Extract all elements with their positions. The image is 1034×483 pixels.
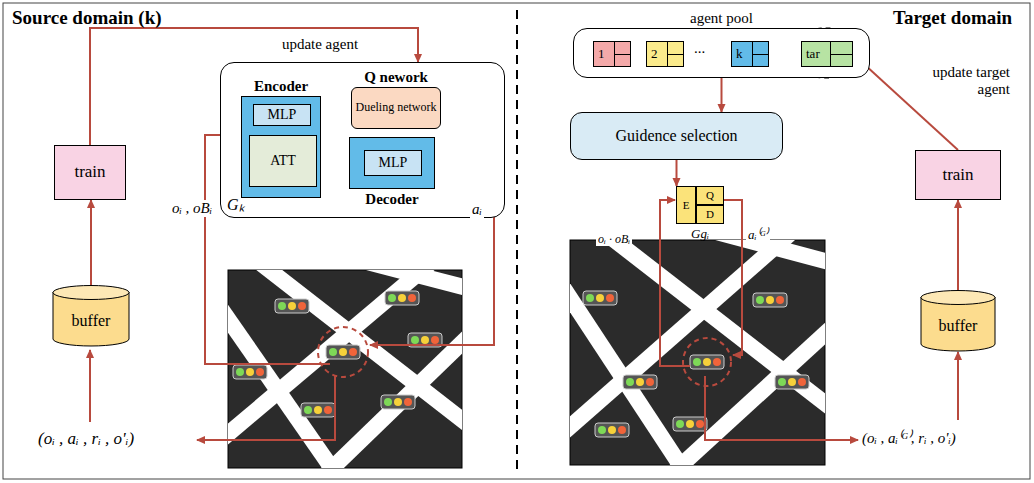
label-text: aᵢ⁽ᴳ⁾ xyxy=(746,228,770,242)
train-box: train xyxy=(915,150,1001,200)
buffer-cylinder: buffer xyxy=(52,285,130,347)
intersection-map xyxy=(215,255,475,480)
intersection-map xyxy=(555,225,840,480)
selection-box: Guidence selection xyxy=(570,112,783,160)
focus-circle xyxy=(683,338,731,386)
label-text: oᵢ · oBᵢ xyxy=(596,233,632,246)
frame xyxy=(3,3,1030,479)
connector xyxy=(90,200,92,285)
agent-icon: 1 xyxy=(593,41,631,67)
node-text: 1 xyxy=(598,47,605,61)
edge-label: update target agent xyxy=(915,64,1010,97)
edge-label: update agent xyxy=(255,36,385,53)
focus-circle xyxy=(318,327,368,377)
label-text: (oᵢ , aᵢ⁽ᴳ⁾, rᵢ , o'ᵢ) xyxy=(862,430,956,447)
label-text: oᵢ , oBᵢ xyxy=(170,200,214,217)
agent-box: GₖEncoderMLPATTQ neworkDueling networkDe… xyxy=(220,62,505,218)
agent-parts xyxy=(614,42,630,66)
agent-split xyxy=(753,54,768,55)
encoder-box: EncoderMLPATT xyxy=(241,96,321,198)
node-text: train xyxy=(942,166,973,185)
mlp-box: MLP xyxy=(253,104,311,126)
agent-parts xyxy=(752,42,768,66)
node-text: Ggᵢ xyxy=(691,227,709,241)
node-text: buffer xyxy=(72,312,111,330)
node-text: MLP xyxy=(268,107,297,122)
label-text: Target domain xyxy=(893,8,1012,29)
label-text: ... xyxy=(694,40,705,57)
agent-split xyxy=(668,54,683,55)
agent-icon: 2 xyxy=(646,41,684,67)
node-text: buffer xyxy=(939,317,978,335)
agent-pool: agent pool12ktar xyxy=(573,28,870,78)
node-text: Dueling network xyxy=(356,101,437,114)
divider xyxy=(516,10,518,474)
decoder-box: DecoderMLP xyxy=(349,137,435,189)
agent-icon: k xyxy=(731,41,769,67)
node-text: train xyxy=(74,163,105,182)
agent-split xyxy=(831,54,853,55)
node-text: Gₖ xyxy=(227,196,245,214)
node-text: D xyxy=(706,208,714,220)
label-text: Source domain (k) xyxy=(12,8,162,29)
connector xyxy=(721,78,723,112)
train-box: train xyxy=(54,145,126,200)
agent-parts xyxy=(667,42,683,66)
att-box: ATT xyxy=(249,135,317,187)
node-text: k xyxy=(736,47,743,61)
node-text: agent pool xyxy=(690,10,753,27)
node-text: Q nework xyxy=(364,69,428,86)
node-text: Encoder xyxy=(254,78,308,95)
q-cell: Q xyxy=(696,186,724,205)
node-text: MLP xyxy=(379,155,408,170)
connector xyxy=(676,160,678,186)
agent-icon: tar xyxy=(801,41,853,67)
dueling-box: Q neworkDueling network xyxy=(351,87,441,129)
node-text: tar xyxy=(806,47,820,61)
node-text: E xyxy=(683,199,690,211)
agent-split xyxy=(615,54,630,55)
agent-parts xyxy=(830,42,853,66)
guide-agent: GgᵢEQD xyxy=(676,186,724,224)
node-text: Q xyxy=(706,189,714,201)
node-text: ATT xyxy=(270,153,296,168)
node-text: Guidence selection xyxy=(615,127,737,145)
label-text: (oᵢ , aᵢ , rᵢ , o'ᵢ) xyxy=(38,430,134,449)
encoder-cell: E xyxy=(676,186,696,224)
mlp-box: MLP xyxy=(364,150,422,176)
node-text: 2 xyxy=(651,47,658,61)
buffer-cylinder: buffer xyxy=(920,290,996,352)
connector xyxy=(957,200,959,290)
label-text: aᵢ xyxy=(470,201,484,218)
decoder-cell: D xyxy=(696,205,724,224)
node-text: Decoder xyxy=(365,191,418,208)
